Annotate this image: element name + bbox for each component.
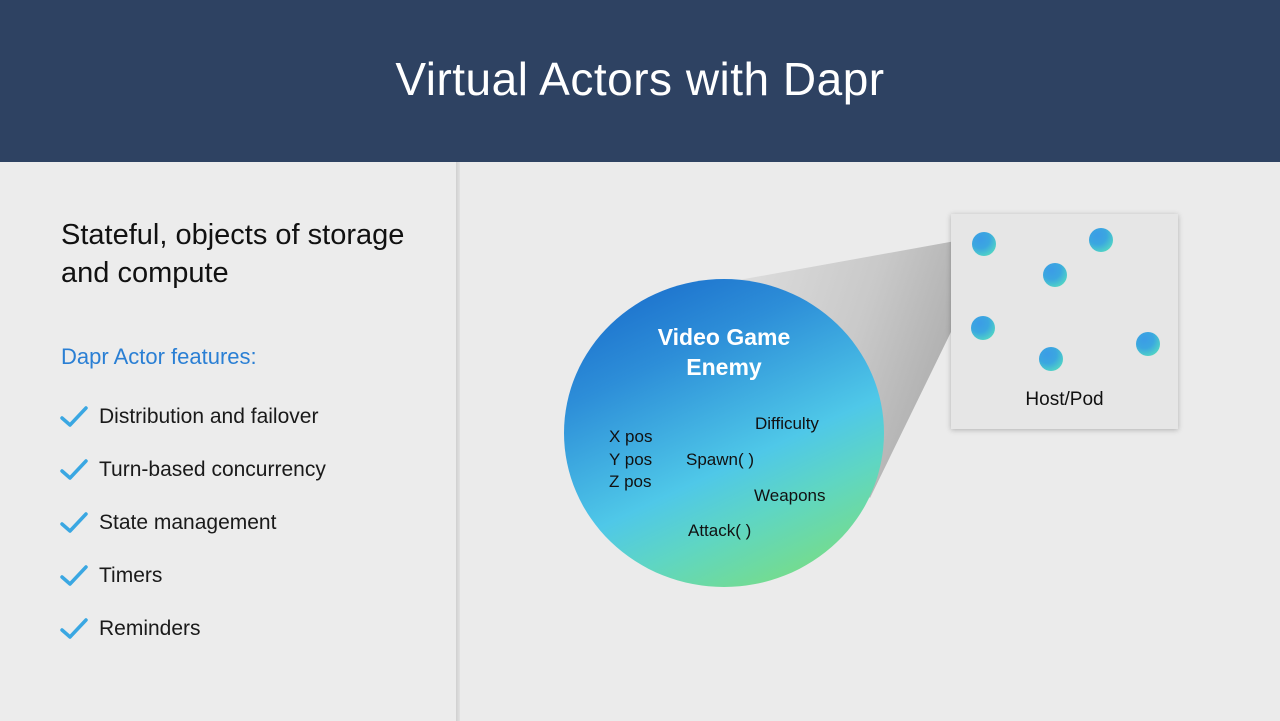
feature-item: Distribution and failover [60, 390, 326, 443]
feature-list: Distribution and failover Turn-based con… [60, 390, 326, 655]
checkmark-icon [60, 511, 88, 533]
actor-dot [1089, 228, 1113, 252]
actor-dot [972, 232, 996, 256]
state-field: Z pos [609, 472, 652, 491]
panel-divider [456, 162, 460, 721]
feature-item: State management [60, 496, 326, 549]
feature-label: Distribution and failover [99, 404, 319, 428]
state-fields: X pos Y pos Z pos [609, 426, 652, 494]
feature-label: State management [99, 510, 277, 534]
feature-label: Timers [99, 563, 163, 587]
actor-dot [1043, 263, 1067, 287]
title-banner: Virtual Actors with Dapr [0, 0, 1280, 162]
difficulty-label: Difficulty [755, 414, 819, 433]
checkmark-icon [60, 405, 88, 427]
slide-title: Virtual Actors with Dapr [395, 53, 885, 105]
actor-dot [971, 316, 995, 340]
actor-dot [1136, 332, 1160, 356]
weapons-label: Weapons [754, 486, 826, 505]
feature-label: Turn-based concurrency [99, 457, 326, 481]
state-field: X pos [609, 427, 653, 446]
host-pod-label: Host/Pod [1025, 389, 1104, 410]
attack-label: Attack( ) [688, 521, 752, 540]
feature-label: Reminders [99, 616, 201, 640]
checkmark-icon [60, 458, 88, 480]
checkmark-icon [60, 564, 88, 586]
state-field: Y pos [609, 449, 653, 469]
actor-dot [1039, 347, 1063, 371]
actor-description: Stateful, objects of storage and compute [61, 219, 405, 289]
spawn-label: Spawn( ) [686, 450, 755, 469]
host-pod-box [951, 214, 1178, 429]
feature-item: Reminders [60, 602, 326, 655]
feature-item: Turn-based concurrency [60, 443, 326, 496]
feature-item: Timers [60, 549, 326, 602]
checkmark-icon [60, 617, 88, 639]
actor-circle [564, 279, 884, 587]
features-heading: Dapr Actor features: [61, 344, 257, 369]
actor-title: Video Game Enemy [657, 324, 791, 380]
